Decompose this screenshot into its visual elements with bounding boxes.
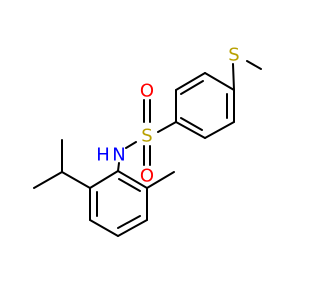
sulfonyl-oxygen-top-label: O <box>140 81 154 102</box>
bond-ring-b-1 <box>117 170 148 189</box>
bond-sulfonyl-nitrogen <box>125 141 137 149</box>
bond-ring-isopropyl <box>61 171 91 189</box>
bond-ring-sulfonyl <box>157 121 177 133</box>
bond-ring-a-6 <box>204 72 235 91</box>
sulfonyl-sulfur-label: S <box>141 126 152 147</box>
amine-nitrogen-label: N <box>112 145 125 166</box>
bond-ring-a-2 <box>204 121 235 139</box>
bond-ring-b-3-inner <box>117 215 141 229</box>
bond-isopropyl-methyl-left <box>33 171 63 189</box>
thioether-sulfur-label: S <box>228 45 239 66</box>
bond-ring-b-4 <box>89 219 119 237</box>
bond-ring-methyl <box>146 171 175 189</box>
bond-ring-a-3-inner <box>180 117 203 131</box>
bond-ring-a-5-inner <box>180 80 204 95</box>
sulfonyl-oxygen-bottom-label: O <box>140 166 154 187</box>
atom-labels: S O S O H N <box>96 45 239 187</box>
bond-ring-b-6 <box>89 170 119 189</box>
amine-hydrogen-label: H <box>96 145 110 166</box>
bond-ring-a-3 <box>175 121 206 139</box>
bond-ring-b-1-inner <box>118 178 141 192</box>
bond-nitrogen-ring <box>117 162 120 172</box>
bond-ring-b-3 <box>117 219 148 237</box>
bond-methyl-sulfur <box>246 60 262 70</box>
bonds <box>33 60 262 237</box>
molecule-structure: S O S O H N <box>33 45 262 237</box>
bond-ring-a-5 <box>175 72 206 91</box>
bond-sulfur-ring <box>232 63 235 91</box>
